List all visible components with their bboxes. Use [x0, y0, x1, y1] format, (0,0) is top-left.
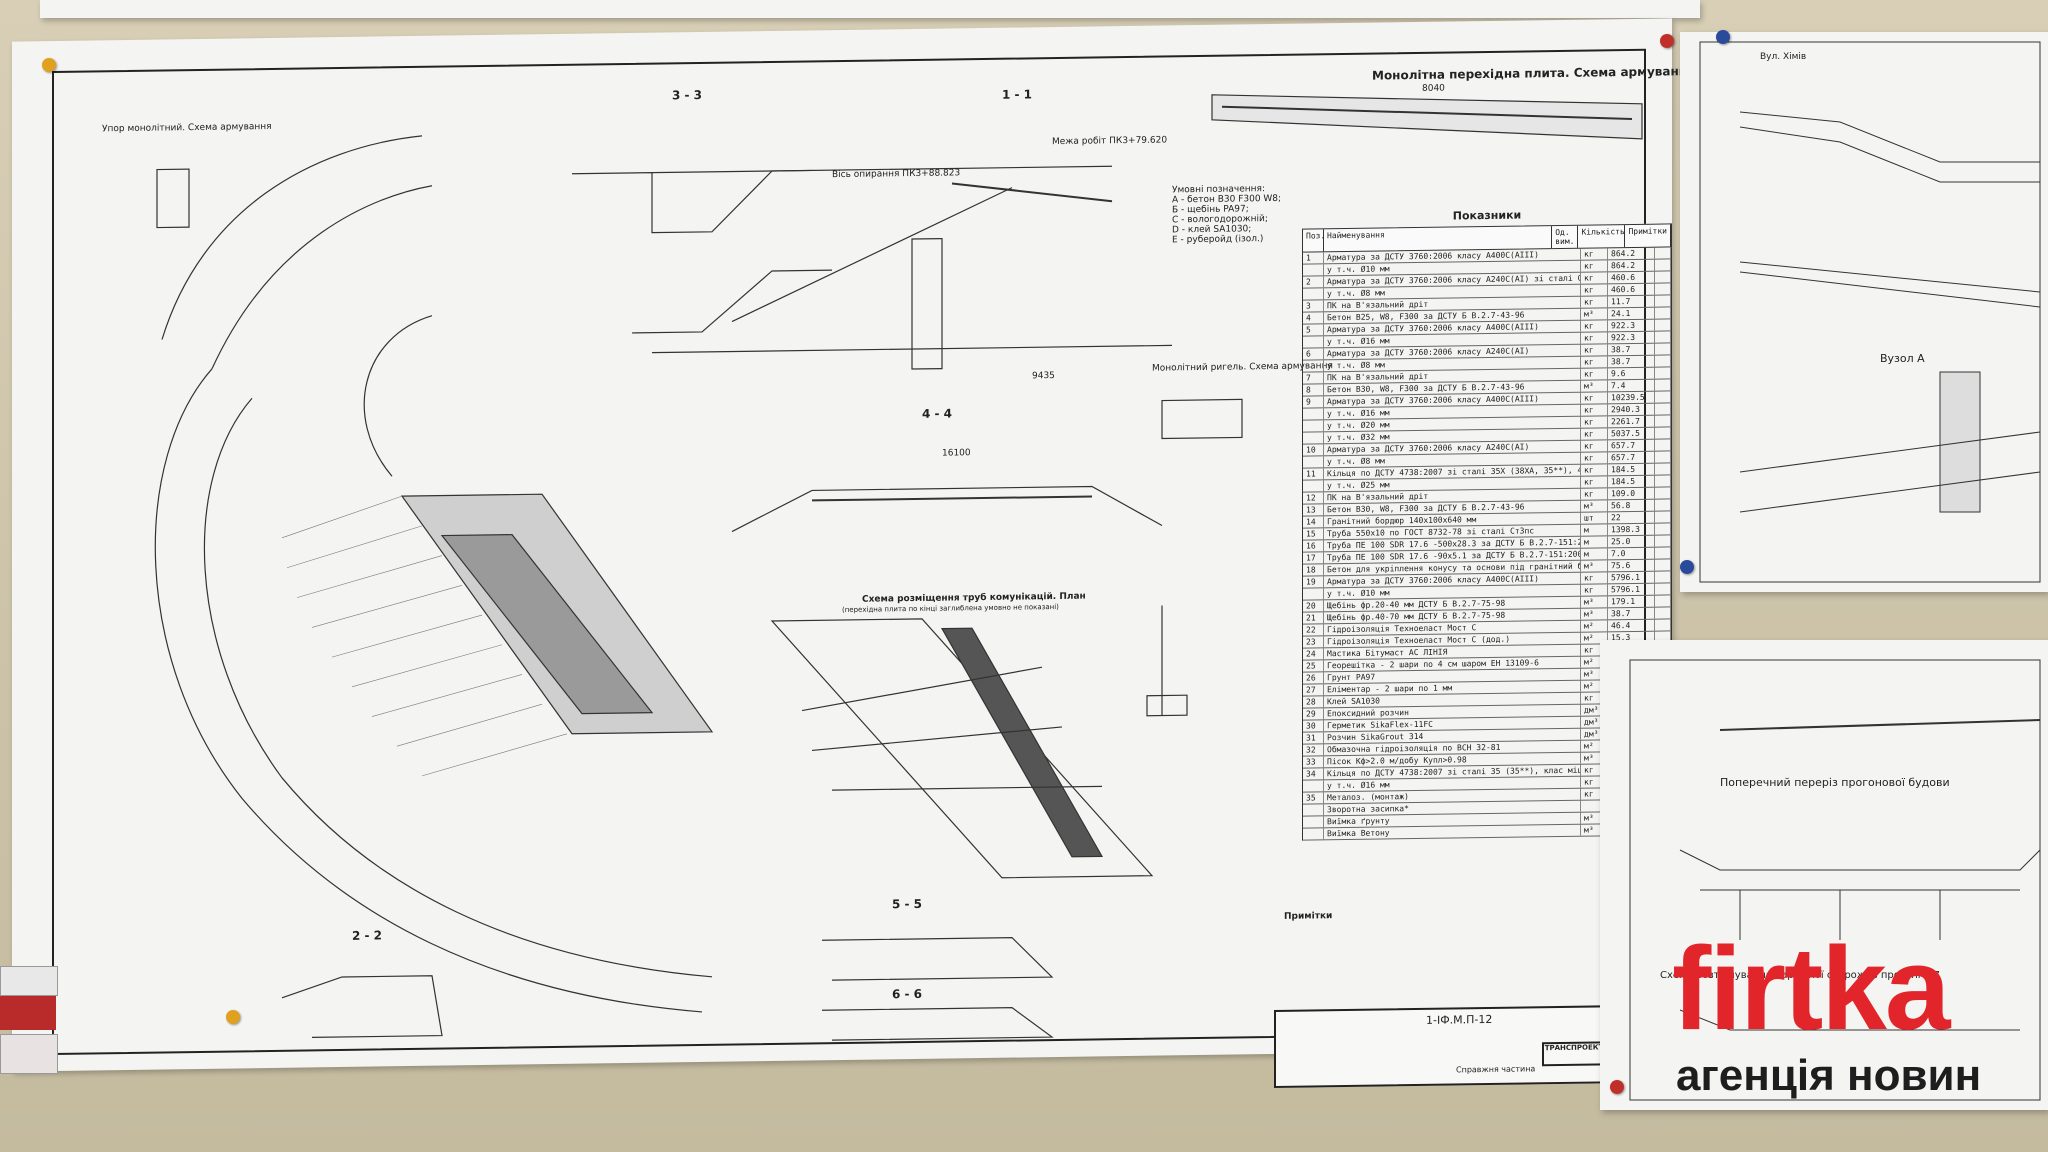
pin-red-bottom — [1610, 1080, 1624, 1094]
section-6-label: 6 - 6 — [892, 986, 923, 1002]
pin-blue-top — [1716, 30, 1730, 44]
drawing-code: 1-ІФ.М.П-12 — [1426, 1012, 1493, 1027]
main-drawing-sheet: Монолітна перехідна плита. Схема армуван… — [12, 18, 1695, 1088]
dim-top: 8040 — [1422, 83, 1445, 94]
section-2-label: 2 - 2 — [352, 928, 383, 943]
curve-inner — [203, 397, 713, 978]
brand-tagline: агенція новин — [1676, 1051, 1982, 1100]
dim-mid: 16100 — [942, 448, 971, 459]
top-sheet-edge — [40, 0, 1700, 18]
curve-outer — [154, 368, 703, 1013]
drawing-linework — [154, 94, 1643, 1041]
firtka-watermark: firtka агенція новин — [1672, 930, 2032, 1120]
node-a-label: Вузол А — [1880, 352, 1925, 365]
side-drawing-sheet-1: Вул. Хімів Вузол А — [1680, 32, 2048, 592]
cross-section-title: Поперечний переріз прогонової будови — [1720, 776, 1950, 789]
barrier-scheme-title: Схема розташування бар'єрної огорожі в п… — [1660, 970, 1941, 981]
support-axis-mark: Вісь опирання ПК3+88.823 — [832, 168, 961, 181]
brand-name: firtka — [1672, 923, 1951, 1055]
legend: Умовні позначення: А - бетон В30 F300 W8… — [1172, 184, 1282, 246]
street-label: Вул. Хімів — [1760, 52, 1807, 62]
section-4-label: 4 - 4 — [922, 406, 953, 421]
section-3-label: 3 - 3 — [672, 87, 703, 103]
pin-yellow-bottom — [226, 1010, 240, 1024]
section-5-label: 5 - 5 — [892, 896, 923, 912]
section-1-label: 1 - 1 — [1002, 87, 1033, 102]
pin-red-topright — [1660, 34, 1674, 48]
side-drawing-sheet-2: Поперечний переріз прогонової будови Схе… — [1600, 640, 2048, 1110]
boundary-mark: Межа робіт ПК3+79.620 — [1052, 135, 1168, 148]
pin-blue-middle — [1680, 560, 1694, 574]
curve-arc-top — [363, 315, 433, 477]
org-logo: ТРАНСПРОЕКТ — [1542, 1041, 1606, 1067]
dim-length: 9435 — [1032, 371, 1055, 382]
drawing-name: Справжня частина — [1456, 1064, 1536, 1075]
notes-title: Примітки — [1284, 911, 1333, 922]
pin-yellow-topleft — [42, 58, 56, 72]
title-block: 1-ІФ.М.П-12 Справжня частина ТРАНСПРОЕКТ — [1274, 1005, 1608, 1088]
brochure-stack — [0, 966, 58, 1076]
